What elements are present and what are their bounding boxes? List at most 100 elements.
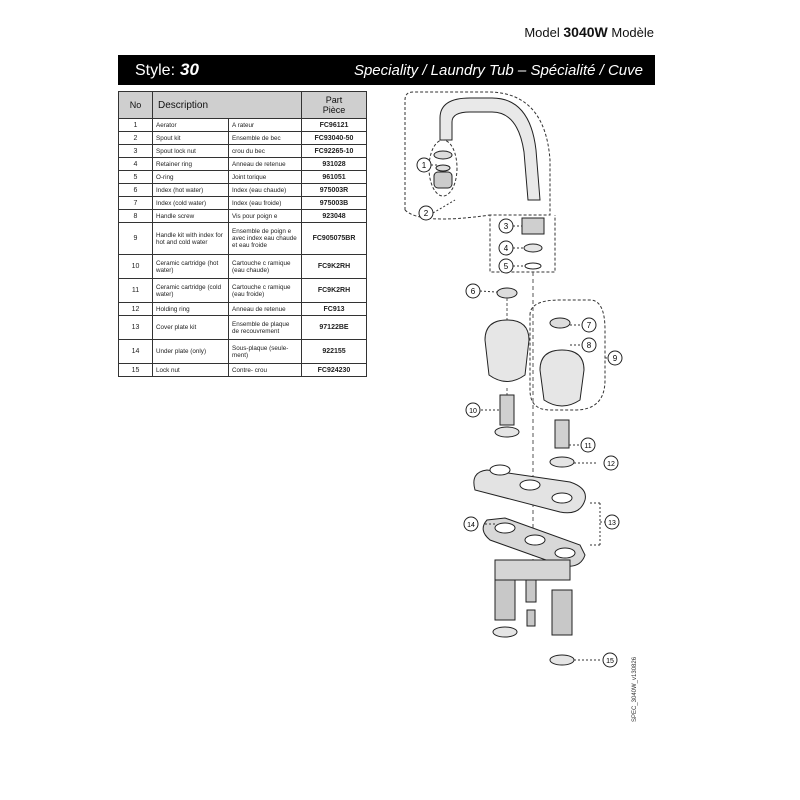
part-code: FC924230 [301, 363, 367, 377]
callout-11: 11 [580, 437, 596, 453]
svg-text:14: 14 [467, 522, 475, 529]
callout-13: 13 [604, 514, 620, 530]
part-number-index: 11 [118, 278, 153, 303]
description-french: Ensemble de bec [228, 131, 302, 145]
part-code: FC96121 [301, 118, 367, 132]
description-french: Contre- crou [228, 363, 302, 377]
callout-4: 4 [498, 240, 514, 256]
description-french: Anneau de retenue [228, 157, 302, 171]
description-english: Under plate (only) [152, 339, 229, 364]
style-label: Style: [135, 62, 176, 79]
callout-12: 12 [603, 455, 619, 471]
part-number-index: 10 [118, 254, 153, 279]
header-part-line2: Pièce [322, 105, 346, 115]
part-number-index: 1 [118, 118, 153, 132]
model-prefix: Model [524, 25, 560, 40]
part-code: FC913 [301, 302, 367, 316]
description-french: Anneau de retenue [228, 302, 302, 316]
parts-table-header: No Description Part Pièce [118, 91, 367, 119]
part-number-index: 8 [118, 209, 153, 223]
document-code: SPEC_3040W_v130826 [632, 656, 638, 722]
svg-text:4: 4 [504, 244, 509, 253]
svg-text:8: 8 [587, 341, 592, 350]
description-french: Joint torique [228, 170, 302, 184]
retainer-ring [523, 243, 543, 253]
part-code: 931028 [301, 157, 367, 171]
part-number-index: 4 [118, 157, 153, 171]
svg-text:5: 5 [504, 262, 509, 271]
part-code: FC9K2RH [301, 278, 367, 303]
handle-left [484, 319, 530, 382]
holding-ring-left [494, 426, 520, 438]
part-number-index: 13 [118, 315, 153, 340]
description-french: Ensemble de poign e avec index eau chaud… [228, 222, 302, 255]
header-part-line1: Part [325, 95, 343, 105]
description-english: Index (hot water) [152, 183, 229, 197]
holding-ring-right [549, 456, 575, 468]
svg-text:3: 3 [504, 222, 509, 231]
description-english: Aerator [152, 118, 229, 132]
description-french: Ensemble de plaque de recouvrement [228, 315, 302, 340]
handle-right [539, 349, 585, 407]
part-code: FC93040-50 [301, 131, 367, 145]
handle-kit-dashed-outline [529, 299, 606, 411]
cover-plate [473, 469, 586, 514]
style-bar: Style:30 Speciality / Laundry Tub – Spéc… [118, 55, 655, 85]
description-french: A rateur [228, 118, 302, 132]
svg-text:6: 6 [471, 287, 476, 296]
part-number-index: 5 [118, 170, 153, 184]
model-header: Model 3040W Modèle [524, 24, 654, 40]
callout-9: 9 [607, 350, 623, 366]
cartridge-cold [554, 419, 570, 449]
part-code: 923048 [301, 209, 367, 223]
shank-left [494, 579, 516, 621]
svg-text:2: 2 [424, 209, 429, 218]
svg-text:10: 10 [469, 408, 477, 415]
description-english: Index (cold water) [152, 196, 229, 210]
lock-nut-left [492, 626, 518, 638]
part-code: 975003R [301, 183, 367, 197]
description-english: Handle screw [152, 209, 229, 223]
part-number-index: 15 [118, 363, 153, 377]
header-part: Part Pièce [301, 91, 367, 119]
part-code: FC9K2RH [301, 254, 367, 279]
part-number-index: 14 [118, 339, 153, 364]
callout-14: 14 [463, 516, 479, 532]
callout-6: 6 [465, 283, 481, 299]
description-english: Ceramic cartridge (cold water) [152, 278, 229, 303]
spout-lock-nut [521, 217, 545, 235]
o-ring [524, 262, 542, 270]
callout-7: 7 [581, 317, 597, 333]
lock-nut-right [549, 654, 575, 666]
part-code: FC92265-10 [301, 144, 367, 158]
description-english: Handle kit with index for hot and cold w… [152, 222, 229, 255]
part-number-index: 9 [118, 222, 153, 255]
svg-text:13: 13 [608, 520, 616, 527]
exploded-parts-diagram: 1 2 3 4 5 6 7 8 9 10 11 12 13 14 15 [404, 91, 623, 668]
description-french: Cartouche c ramique (eau chaude) [228, 254, 302, 279]
description-french: crou du bec [228, 144, 302, 158]
description-french: Index (eau chaude) [228, 183, 302, 197]
valve-body [494, 559, 571, 581]
svg-text:7: 7 [587, 321, 592, 330]
aerator-part [433, 150, 453, 160]
description-english: Lock nut [152, 363, 229, 377]
cartridge-hot [499, 394, 515, 426]
spout [439, 97, 541, 201]
description-english: O-ring [152, 170, 229, 184]
